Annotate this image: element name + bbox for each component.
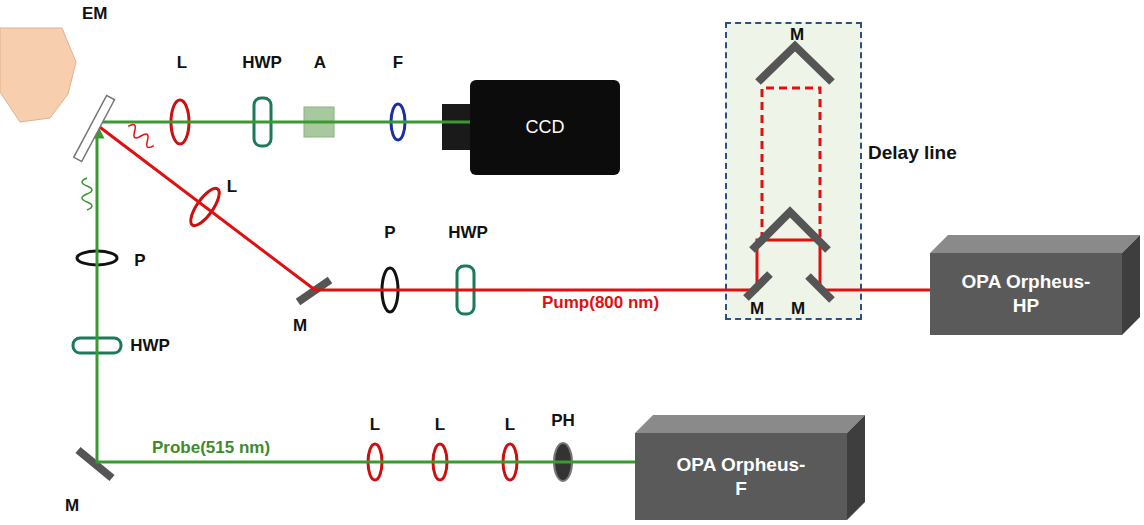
part-name: M (293, 317, 307, 334)
node-label: EM (82, 4, 108, 24)
part-name: HWP (448, 224, 488, 241)
part-name: F (393, 54, 403, 71)
beam-label: Pump(800 nm) (540, 294, 661, 311)
pump-pulse (125, 122, 157, 149)
delay-ground (725, 22, 862, 320)
part-name: M (750, 300, 764, 317)
part-name: M (790, 26, 804, 43)
node-label: CCD (526, 117, 565, 138)
mirrors (78, 46, 832, 478)
ccd-lens (442, 104, 472, 150)
pump-beam-inner (725, 240, 862, 290)
part-name: PH (551, 412, 575, 429)
camera-box: CCD (470, 80, 620, 175)
beam-label: Probe(515 nm) (150, 439, 272, 456)
part-name: L (177, 54, 187, 71)
part-name: L (505, 416, 515, 433)
probe-pulse (82, 178, 92, 210)
part-name: M (65, 497, 79, 514)
laser-source-box: OPA Orpheus-HP (930, 235, 1140, 335)
part-name: L (227, 178, 237, 195)
part-name: M (791, 300, 805, 317)
node-label: OPA Orpheus-F (676, 453, 806, 501)
delay-line-box: Delay line (725, 22, 862, 320)
em-shape (0, 22, 100, 125)
light-beam (97, 125, 725, 290)
part-name: HWP (242, 54, 282, 71)
node-label: OPA Orpheus-HP (961, 270, 1091, 318)
node-label: Delay line (868, 142, 957, 164)
laser-source-box: OPA Orpheus-F (635, 415, 865, 520)
part-name: L (435, 416, 445, 433)
light-beam (862, 289, 930, 292)
part-name: L (370, 416, 380, 433)
part-name: HWP (130, 337, 170, 354)
light-beam (100, 121, 470, 124)
part-name: P (384, 224, 395, 241)
part-name: A (314, 54, 326, 71)
sample-holder: EM (0, 22, 100, 125)
part-name: P (134, 252, 145, 269)
